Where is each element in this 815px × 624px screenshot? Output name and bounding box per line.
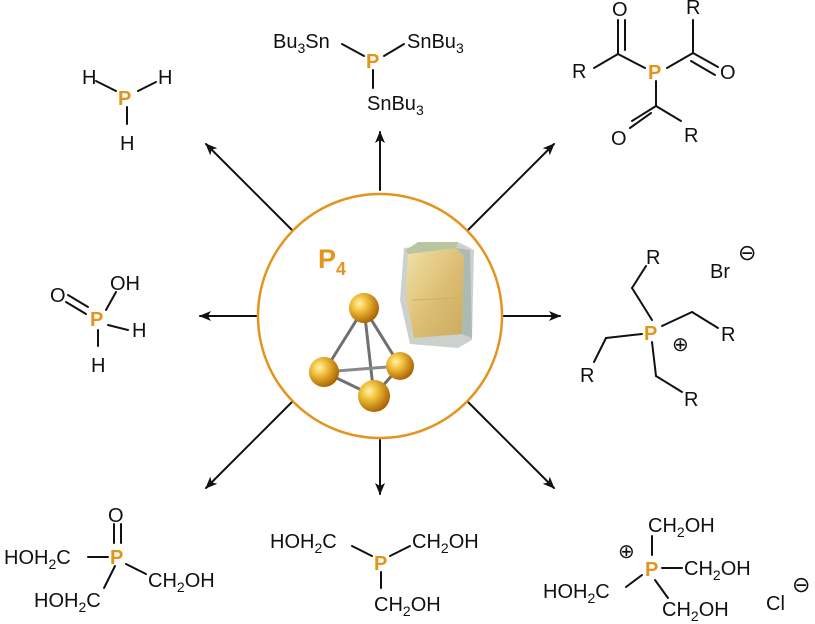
phosphinic-oh: OH bbox=[110, 273, 140, 295]
arrow-to-acylphosphine bbox=[467, 143, 555, 231]
phosphinic-o: O bbox=[50, 285, 66, 307]
thpc-left-group: HOH2C bbox=[543, 581, 610, 606]
arrow-to-thpc bbox=[467, 401, 555, 489]
thmp-right-group: CH2OH bbox=[412, 531, 479, 556]
phosphonium-p-atom: P bbox=[644, 323, 657, 345]
chloride-minus-charge: ⊖ bbox=[792, 572, 810, 597]
phosphinic-p-atom: P bbox=[90, 309, 103, 331]
thmp-bottom-group: CH2OH bbox=[374, 594, 441, 619]
phosphonium-r-left: R bbox=[580, 365, 594, 387]
phosphonium-r-right: R bbox=[721, 324, 735, 346]
phosphine-h-left: H bbox=[82, 67, 96, 89]
oxide-left-group: HOH2C bbox=[4, 547, 71, 572]
reaction-arrows bbox=[199, 131, 561, 495]
tin-right-group: SnBu3 bbox=[407, 31, 464, 56]
phosphine-h-bottom: H bbox=[120, 133, 134, 155]
arrow-to-phosphine bbox=[205, 143, 293, 231]
compound-thmp: P HOH2C CH2OH CH2OH bbox=[270, 531, 479, 619]
acyl-o-right: O bbox=[720, 62, 736, 84]
phosphine-h-right: H bbox=[158, 67, 172, 89]
phosphonium-plus-charge: ⊕ bbox=[672, 334, 689, 356]
thpc-top-group: CH2OH bbox=[648, 515, 715, 540]
acyl-p-atom: P bbox=[648, 62, 661, 84]
oxide-o: O bbox=[108, 505, 124, 527]
compound-phosphine: P H H H bbox=[82, 67, 172, 155]
thmp-left-group: HOH2C bbox=[270, 531, 337, 556]
tin-p-atom: P bbox=[366, 51, 379, 73]
compound-thpc: P ⊕ CH2OH CH2OH HOH2C CH2OH Cl ⊖ bbox=[543, 515, 810, 624]
acyl-o-top: O bbox=[612, 0, 628, 21]
thpc-p-atom: P bbox=[645, 559, 658, 581]
compound-triacylphosphine: P O R R O O R bbox=[572, 0, 736, 150]
thpc-plus-charge: ⊕ bbox=[618, 541, 635, 563]
tin-bottom-group: SnBu3 bbox=[367, 93, 424, 118]
bromide-minus-charge: ⊖ bbox=[738, 240, 756, 265]
phosphine-p-atom: P bbox=[118, 88, 131, 110]
acyl-o-bottom: O bbox=[611, 128, 627, 150]
p4-formula: P4 bbox=[318, 244, 346, 279]
acyl-r-top: R bbox=[686, 0, 700, 19]
phosphonium-r-bottom: R bbox=[684, 389, 698, 411]
acyl-r-left: R bbox=[572, 61, 586, 83]
oxide-right-group: CH2OH bbox=[148, 570, 215, 595]
oxide-bottom-group: HOH2C bbox=[34, 590, 101, 615]
thpc-bottom-group: CH2OH bbox=[662, 599, 729, 624]
tin-left-group: Bu3Sn bbox=[273, 31, 330, 56]
p4-center: P4 bbox=[256, 192, 504, 440]
acyl-r-bottom: R bbox=[684, 125, 698, 147]
phosphinic-h-bottom: H bbox=[91, 355, 105, 377]
oxide-p-atom: P bbox=[110, 547, 123, 569]
phosphonium-r-top: R bbox=[646, 247, 660, 269]
compound-hypophosphorous-acid: P O OH H H bbox=[50, 273, 146, 377]
tetrahedron-model-icon bbox=[309, 293, 414, 412]
crystal-photo-icon bbox=[400, 242, 474, 348]
thpc-right-group: CH2OH bbox=[684, 558, 751, 583]
compound-phosphonium-bromide: P ⊕ R R R R Br ⊖ bbox=[580, 240, 756, 411]
compound-phosphine-oxide: P O HOH2C CH2OH HOH2C bbox=[4, 505, 215, 615]
phosphinic-h-right: H bbox=[132, 320, 146, 342]
arrow-to-phosphine-oxide bbox=[205, 401, 293, 489]
compound-tris-tributylstannyl-phosphine: P Bu3Sn SnBu3 SnBu3 bbox=[273, 31, 464, 118]
thmp-p-atom: P bbox=[374, 553, 387, 575]
chloride-anion: Cl bbox=[766, 593, 785, 615]
bromide-anion: Br bbox=[710, 261, 730, 283]
